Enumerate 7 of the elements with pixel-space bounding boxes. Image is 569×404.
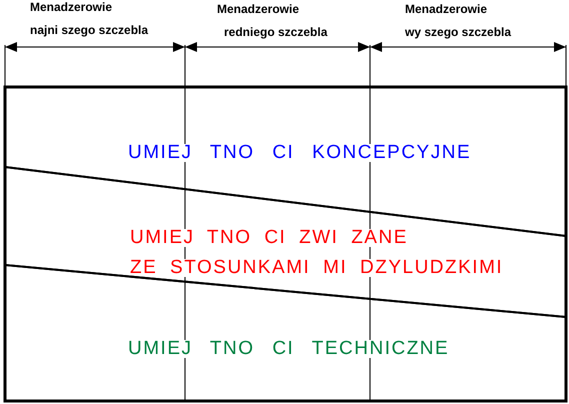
column-heading: Menadzerowie najni szego szczebla (30, 0, 148, 37)
band-label: UMIEJ TNO CI ZWI ZANE ZE STOSUNKAMI MI DZYLUDZKIMI (130, 228, 504, 278)
column-heading: Menadzerowie redniego szczebla (217, 2, 328, 39)
band-label: UMIEJ TNO CI TECHNICZNE (128, 339, 450, 359)
column-heading: Menadzerowie wy szego szczebla (405, 2, 512, 39)
skill-band (5, 167, 566, 317)
band-label: UMIEJ TNO CI KONCEPCYJNE (128, 143, 472, 163)
